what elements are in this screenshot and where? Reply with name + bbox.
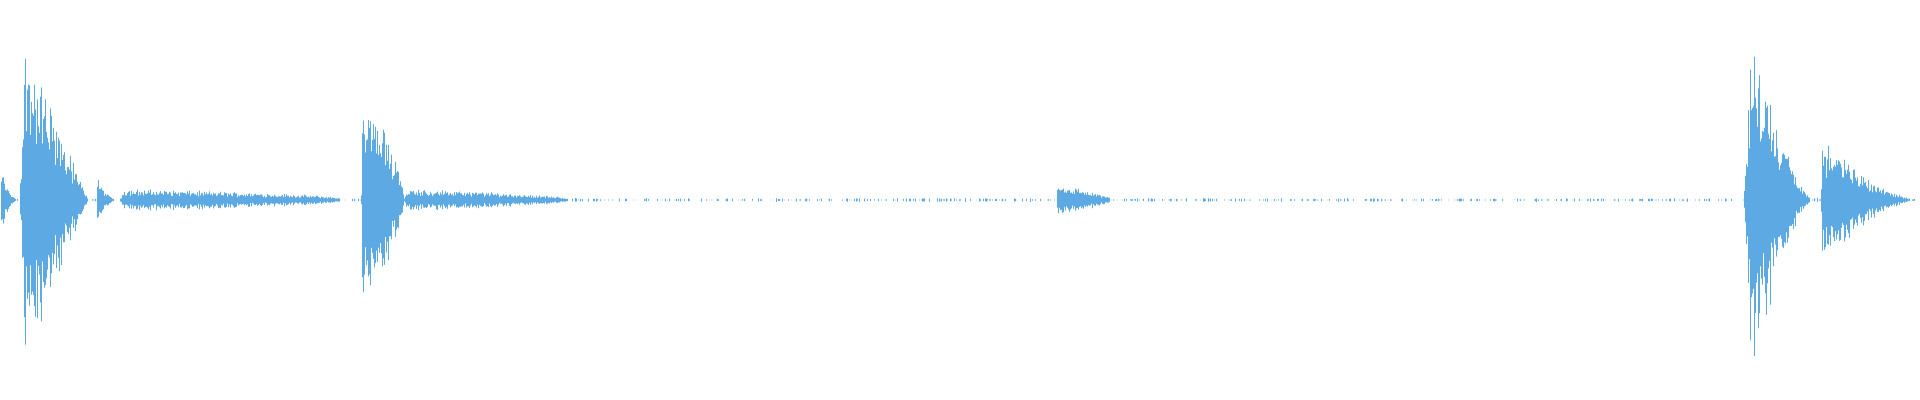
waveform-path: [1, 56, 1915, 357]
waveform-samples: [1, 56, 1915, 357]
